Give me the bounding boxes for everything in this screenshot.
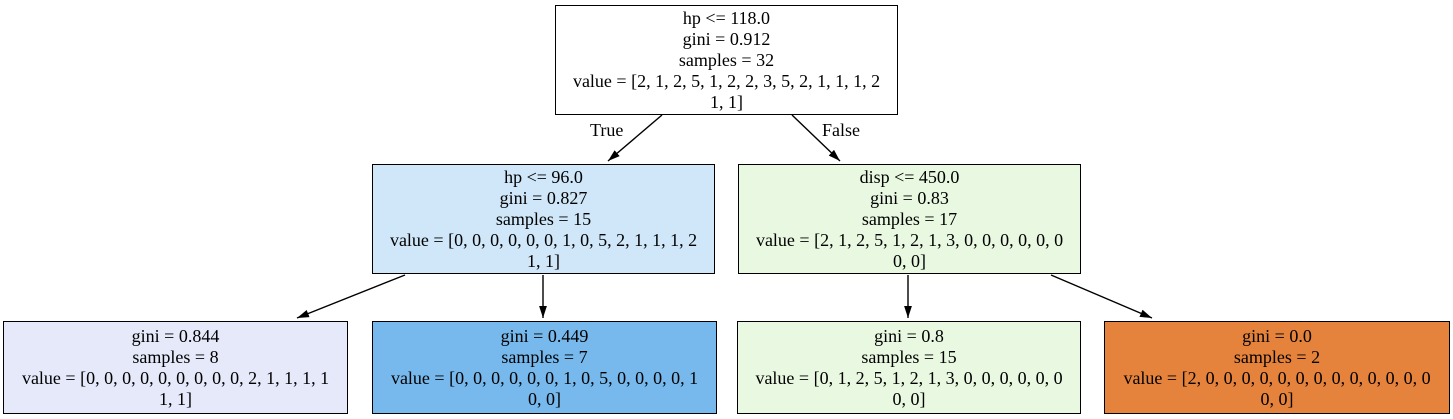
- split-condition: hp <= 118.0: [682, 7, 771, 28]
- tree-leaf-node-1: gini = 0.844 samples = 8 value = [0, 0, …: [3, 321, 348, 414]
- gini-value: gini = 0.912: [682, 28, 771, 49]
- tree-leaf-node-3: gini = 0.8 samples = 15 value = [0, 1, 2…: [737, 321, 1081, 414]
- samples-count: samples = 8: [132, 346, 219, 367]
- gini-value: gini = 0.8: [874, 325, 944, 346]
- split-condition: disp <= 450.0: [859, 166, 960, 187]
- edge-label-true: True: [590, 120, 624, 140]
- tree-leaf-node-4: gini = 0.0 samples = 2 value = [2, 0, 0,…: [1104, 321, 1450, 414]
- gini-value: gini = 0.844: [131, 325, 220, 346]
- tree-node-hp-96: hp <= 96.0 gini = 0.827 samples = 15 val…: [372, 164, 715, 274]
- split-condition: hp <= 96.0: [504, 166, 583, 187]
- tree-node-disp-450: disp <= 450.0 gini = 0.83 samples = 17 v…: [738, 164, 1081, 274]
- edge-label-false: False: [822, 120, 860, 140]
- samples-count: samples = 7: [501, 346, 588, 367]
- gini-value: gini = 0.449: [500, 325, 589, 346]
- class-value-distribution: value = [0, 1, 2, 5, 1, 2, 1, 3, 0, 0, 0…: [755, 367, 1063, 409]
- tree-leaf-node-2: gini = 0.449 samples = 7 value = [0, 0, …: [372, 321, 717, 414]
- samples-count: samples = 32: [678, 49, 775, 70]
- samples-count: samples = 17: [861, 208, 958, 229]
- tree-node-root: hp <= 118.0 gini = 0.912 samples = 32 va…: [555, 5, 898, 115]
- edge-right-child-to-leaf4: [1050, 274, 1153, 319]
- samples-count: samples = 2: [1233, 346, 1321, 367]
- class-value-distribution: value = [0, 0, 0, 0, 0, 0, 1, 0, 5, 0, 0…: [390, 367, 699, 409]
- class-value-distribution: value = [2, 0, 0, 0, 0, 0, 0, 0, 0, 0, 0…: [1123, 367, 1431, 409]
- class-value-distribution: value = [0, 0, 0, 0, 0, 0, 1, 0, 5, 2, 1…: [389, 229, 698, 271]
- gini-value: gini = 0.827: [499, 187, 588, 208]
- edge-left-child-to-leaf1: [296, 274, 406, 319]
- gini-value: gini = 0.0: [1242, 325, 1312, 346]
- samples-count: samples = 15: [861, 346, 957, 367]
- samples-count: samples = 15: [495, 208, 592, 229]
- gini-value: gini = 0.83: [870, 187, 949, 208]
- class-value-distribution: value = [2, 1, 2, 5, 1, 2, 2, 3, 5, 2, 1…: [572, 70, 881, 112]
- class-value-distribution: value = [0, 0, 0, 0, 0, 0, 0, 0, 0, 2, 1…: [21, 367, 330, 409]
- class-value-distribution: value = [2, 1, 2, 5, 1, 2, 1, 3, 0, 0, 0…: [755, 229, 1064, 271]
